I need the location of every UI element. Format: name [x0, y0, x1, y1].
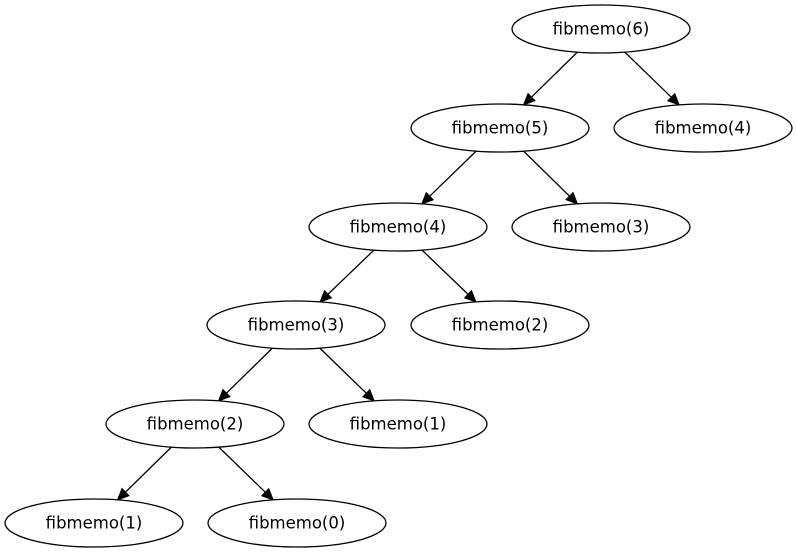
node-ellipse: [4, 498, 184, 548]
node-n5: fibmemo(5): [410, 103, 590, 153]
edge-n4-to-n3: [319, 249, 375, 303]
edge-line: [624, 51, 672, 98]
node-n4b: fibmemo(4): [613, 103, 793, 153]
node-label: fibmemo(3): [248, 316, 345, 335]
arrowhead-icon: [463, 289, 477, 303]
edge-line: [319, 347, 367, 394]
node-n0: fibmemo(0): [207, 498, 387, 548]
edge-line: [226, 347, 273, 394]
edge-n5-to-n4: [420, 150, 477, 205]
arrowhead-icon: [522, 92, 536, 106]
node-label: fibmemo(5): [452, 119, 549, 138]
edge-line: [327, 249, 375, 295]
arrowhead-icon: [116, 487, 130, 501]
node-label: fibmemo(4): [350, 218, 447, 237]
node-n2b: fibmemo(2): [410, 300, 590, 350]
node-label: fibmemo(2): [452, 316, 549, 335]
node-n1: fibmemo(1): [4, 498, 184, 548]
edge-line: [125, 446, 172, 493]
node-label: fibmemo(2): [147, 415, 244, 434]
edge-n5-to-n3b: [523, 150, 579, 205]
node-n2: fibmemo(2): [105, 399, 285, 449]
node-n6: fibmemo(6): [511, 4, 691, 54]
arrowhead-icon: [217, 388, 231, 402]
node-label: fibmemo(6): [553, 20, 650, 39]
node-ellipse: [613, 103, 793, 153]
node-label: fibmemo(0): [249, 514, 346, 533]
edge-n6-to-n5: [522, 51, 578, 106]
arrowhead-icon: [565, 191, 579, 205]
arrowhead-icon: [666, 92, 681, 106]
node-ellipse: [511, 202, 691, 252]
edges-layer: [116, 51, 681, 501]
node-ellipse: [410, 300, 590, 350]
node-n4: fibmemo(4): [308, 202, 488, 252]
node-label: fibmemo(3): [553, 218, 650, 237]
edge-line: [421, 249, 469, 295]
arrowhead-icon: [260, 487, 275, 501]
node-n3: fibmemo(3): [206, 300, 386, 350]
arrowhead-icon: [420, 191, 435, 205]
node-ellipse: [207, 498, 387, 548]
edge-line: [218, 446, 266, 493]
edge-n3-to-n2: [217, 347, 273, 402]
arrowhead-icon: [361, 388, 376, 402]
node-ellipse: [511, 4, 691, 54]
node-n3b: fibmemo(3): [511, 202, 691, 252]
arrowhead-icon: [319, 289, 333, 303]
edge-line: [429, 150, 477, 197]
edge-n6-to-n4b: [624, 51, 681, 106]
node-ellipse: [308, 399, 488, 449]
node-ellipse: [410, 103, 590, 153]
node-n1b: fibmemo(1): [308, 399, 488, 449]
edge-line: [523, 150, 570, 197]
node-label: fibmemo(1): [46, 514, 143, 533]
node-label: fibmemo(4): [655, 119, 752, 138]
node-ellipse: [105, 399, 285, 449]
edge-n4-to-n2b: [421, 249, 477, 303]
edge-n3-to-n1b: [319, 347, 376, 402]
nodes-layer: fibmemo(6) fibmemo(5) fibmemo(4) fibmemo(4)…: [4, 4, 793, 548]
edge-n2-to-n1: [116, 446, 172, 501]
node-label: fibmemo(1): [350, 415, 447, 434]
node-ellipse: [206, 300, 386, 350]
edge-n2-to-n0: [218, 446, 275, 501]
edge-line: [531, 51, 578, 98]
node-ellipse: [308, 202, 488, 252]
